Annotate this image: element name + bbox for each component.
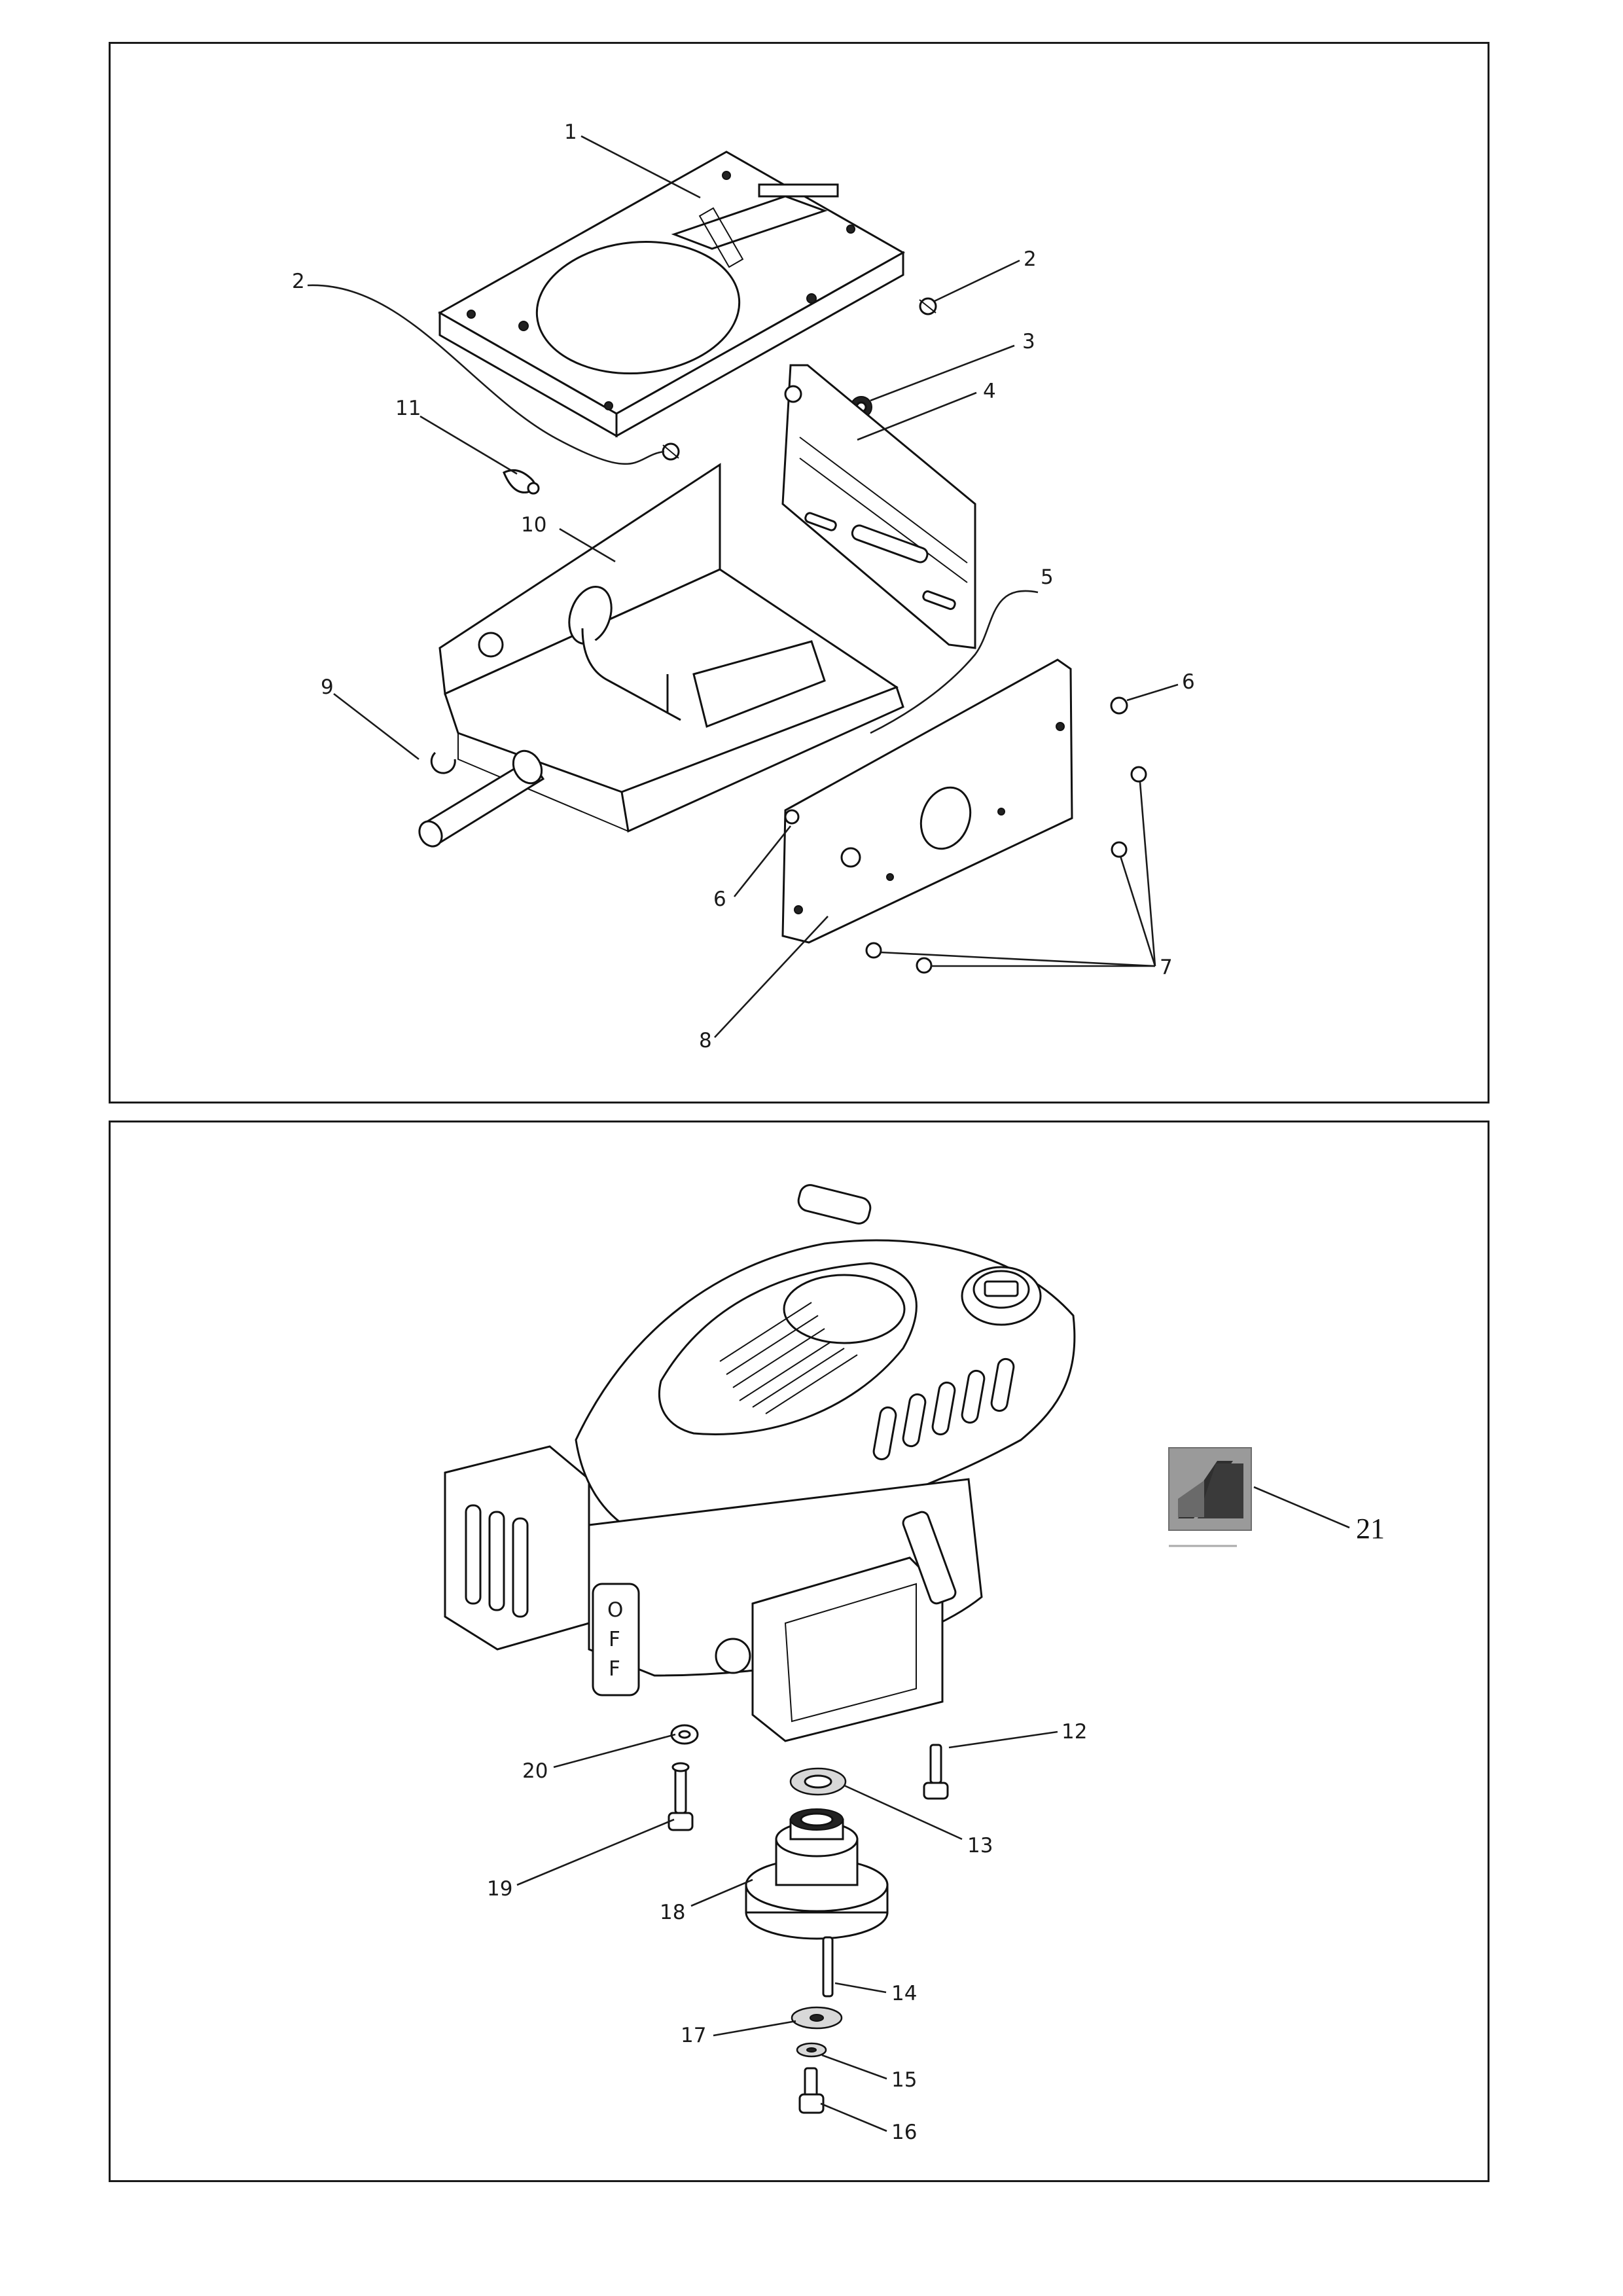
top-leader-lines [307, 135, 1179, 1038]
callout-15: 15 [891, 2068, 917, 2092]
callout-13: 13 [967, 1834, 993, 1857]
part-21-decal-thumbnail [1168, 1447, 1252, 1547]
part-15-lock-washer [796, 2042, 827, 2058]
engine-label-o: O [607, 1598, 623, 1622]
callout-17: 17 [681, 2024, 706, 2047]
part-9-e-clip [430, 751, 456, 774]
callout-6-right: 6 [1182, 670, 1195, 694]
part-10-tray-frame [438, 463, 904, 833]
bottom-leader-lines [516, 1486, 1350, 2132]
tray-shaft [418, 749, 545, 848]
part-11-clip [503, 469, 540, 495]
part-2-bolt-left [662, 442, 680, 461]
callout-1: 1 [564, 120, 577, 144]
part-7-bolt-d [916, 957, 933, 974]
callout-5: 5 [1041, 565, 1054, 589]
callout-11: 11 [395, 397, 421, 420]
callout-8: 8 [699, 1029, 712, 1052]
part-7-bolt-c [865, 942, 882, 959]
part-7-bolt-b [1111, 841, 1128, 858]
shroud-vent-slats [719, 1302, 858, 1414]
callout-19: 19 [487, 1877, 512, 1901]
part-6-bolt-right [1110, 696, 1128, 715]
callout-12: 12 [1061, 1720, 1087, 1744]
ignition-switch-panel: O F F [592, 1583, 640, 1696]
fuel-cap [961, 1266, 1042, 1326]
callout-6-left: 6 [713, 888, 726, 911]
part-7-bolt-a [1130, 766, 1147, 783]
callout-3: 3 [1022, 330, 1035, 353]
callout-20: 20 [522, 1759, 548, 1783]
callout-18: 18 [660, 1901, 685, 1924]
callout-21: 21 [1356, 1513, 1385, 1545]
part-14-key [822, 1936, 834, 1998]
callout-2-right: 2 [1024, 247, 1037, 271]
part-8-side-panel [781, 658, 1073, 944]
part-19-bolt [668, 1762, 694, 1831]
callout-14: 14 [891, 1982, 917, 2005]
part-20-nut [670, 1724, 699, 1745]
part-16-bolt [798, 2067, 825, 2114]
callout-9: 9 [321, 675, 334, 699]
part-4-side-plate [781, 364, 976, 649]
starter-handle [797, 1184, 872, 1225]
part-17-washer [791, 2006, 843, 2030]
engine-label-f1: F [609, 1628, 620, 1651]
callout-16: 16 [891, 2121, 917, 2144]
part-2-bolt-right [919, 297, 937, 315]
part-13-washer [789, 1767, 847, 1796]
callout-4: 4 [983, 380, 996, 403]
callout-2-left: 2 [292, 270, 305, 293]
engine-label-f2: F [609, 1657, 620, 1681]
part-18-pulley [745, 1808, 889, 1940]
part-6-washer-left [784, 809, 800, 825]
engine-assembly: O F F [444, 1184, 1076, 1742]
callout-7: 7 [1160, 956, 1173, 979]
callout-10: 10 [521, 513, 546, 537]
part-12-bolt [923, 1744, 949, 1800]
part-1-mounting-plate [437, 151, 906, 438]
